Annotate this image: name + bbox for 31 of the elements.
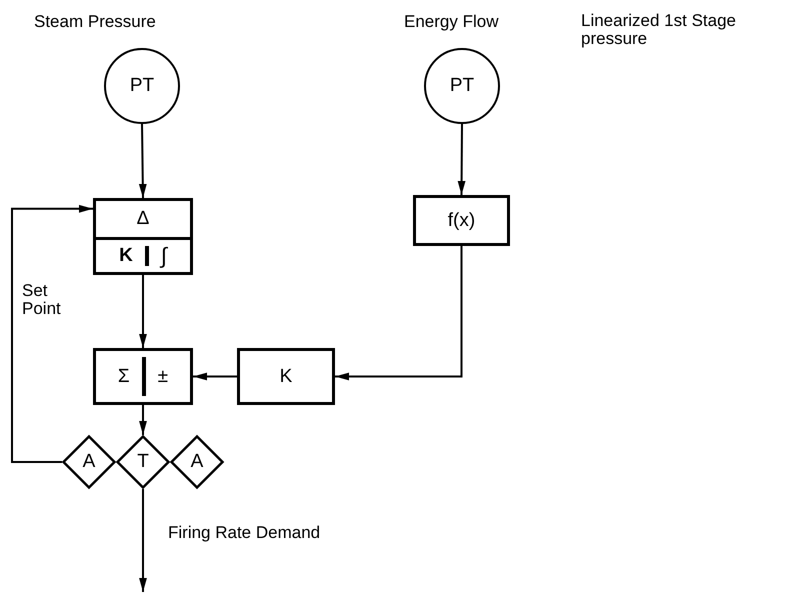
signal-arrow — [139, 489, 147, 592]
function-symbol: ± — [158, 366, 168, 388]
signal-name: Energy Flow — [404, 12, 498, 32]
edge-label: Firing Rate Demand — [168, 524, 320, 542]
function-symbol: ∫ — [160, 243, 167, 269]
signal-note: Linearized 1st Stage pressure — [581, 12, 737, 48]
signal-name: Steam Pressure — [34, 12, 156, 32]
function-letter: A — [190, 451, 204, 473]
logic-diamond — [62, 435, 116, 489]
function-symbol: Δ — [136, 208, 150, 230]
summer-box — [93, 348, 193, 405]
signal-arrow — [335, 246, 462, 380]
signal-arrow — [11, 204, 93, 463]
signal-arrow — [139, 275, 147, 348]
function-letter: A — [82, 451, 96, 473]
signal-arrow — [139, 405, 147, 435]
instrument-tag: PT — [450, 75, 474, 97]
controller-box — [93, 198, 193, 275]
function-box — [413, 195, 510, 246]
function-box — [237, 348, 335, 405]
function-symbol: f(x) — [448, 210, 476, 232]
function-letter: T — [137, 451, 149, 473]
signal-arrow — [138, 124, 147, 198]
signal-arrow — [458, 124, 466, 195]
function-symbol: Σ — [118, 366, 130, 388]
function-symbol: K — [280, 366, 292, 388]
instrument-tag: PT — [130, 75, 154, 97]
logic-diamond — [116, 435, 170, 489]
signal-arrow — [193, 372, 237, 380]
function-symbol: K — [119, 245, 133, 267]
logic-diamond — [170, 435, 224, 489]
